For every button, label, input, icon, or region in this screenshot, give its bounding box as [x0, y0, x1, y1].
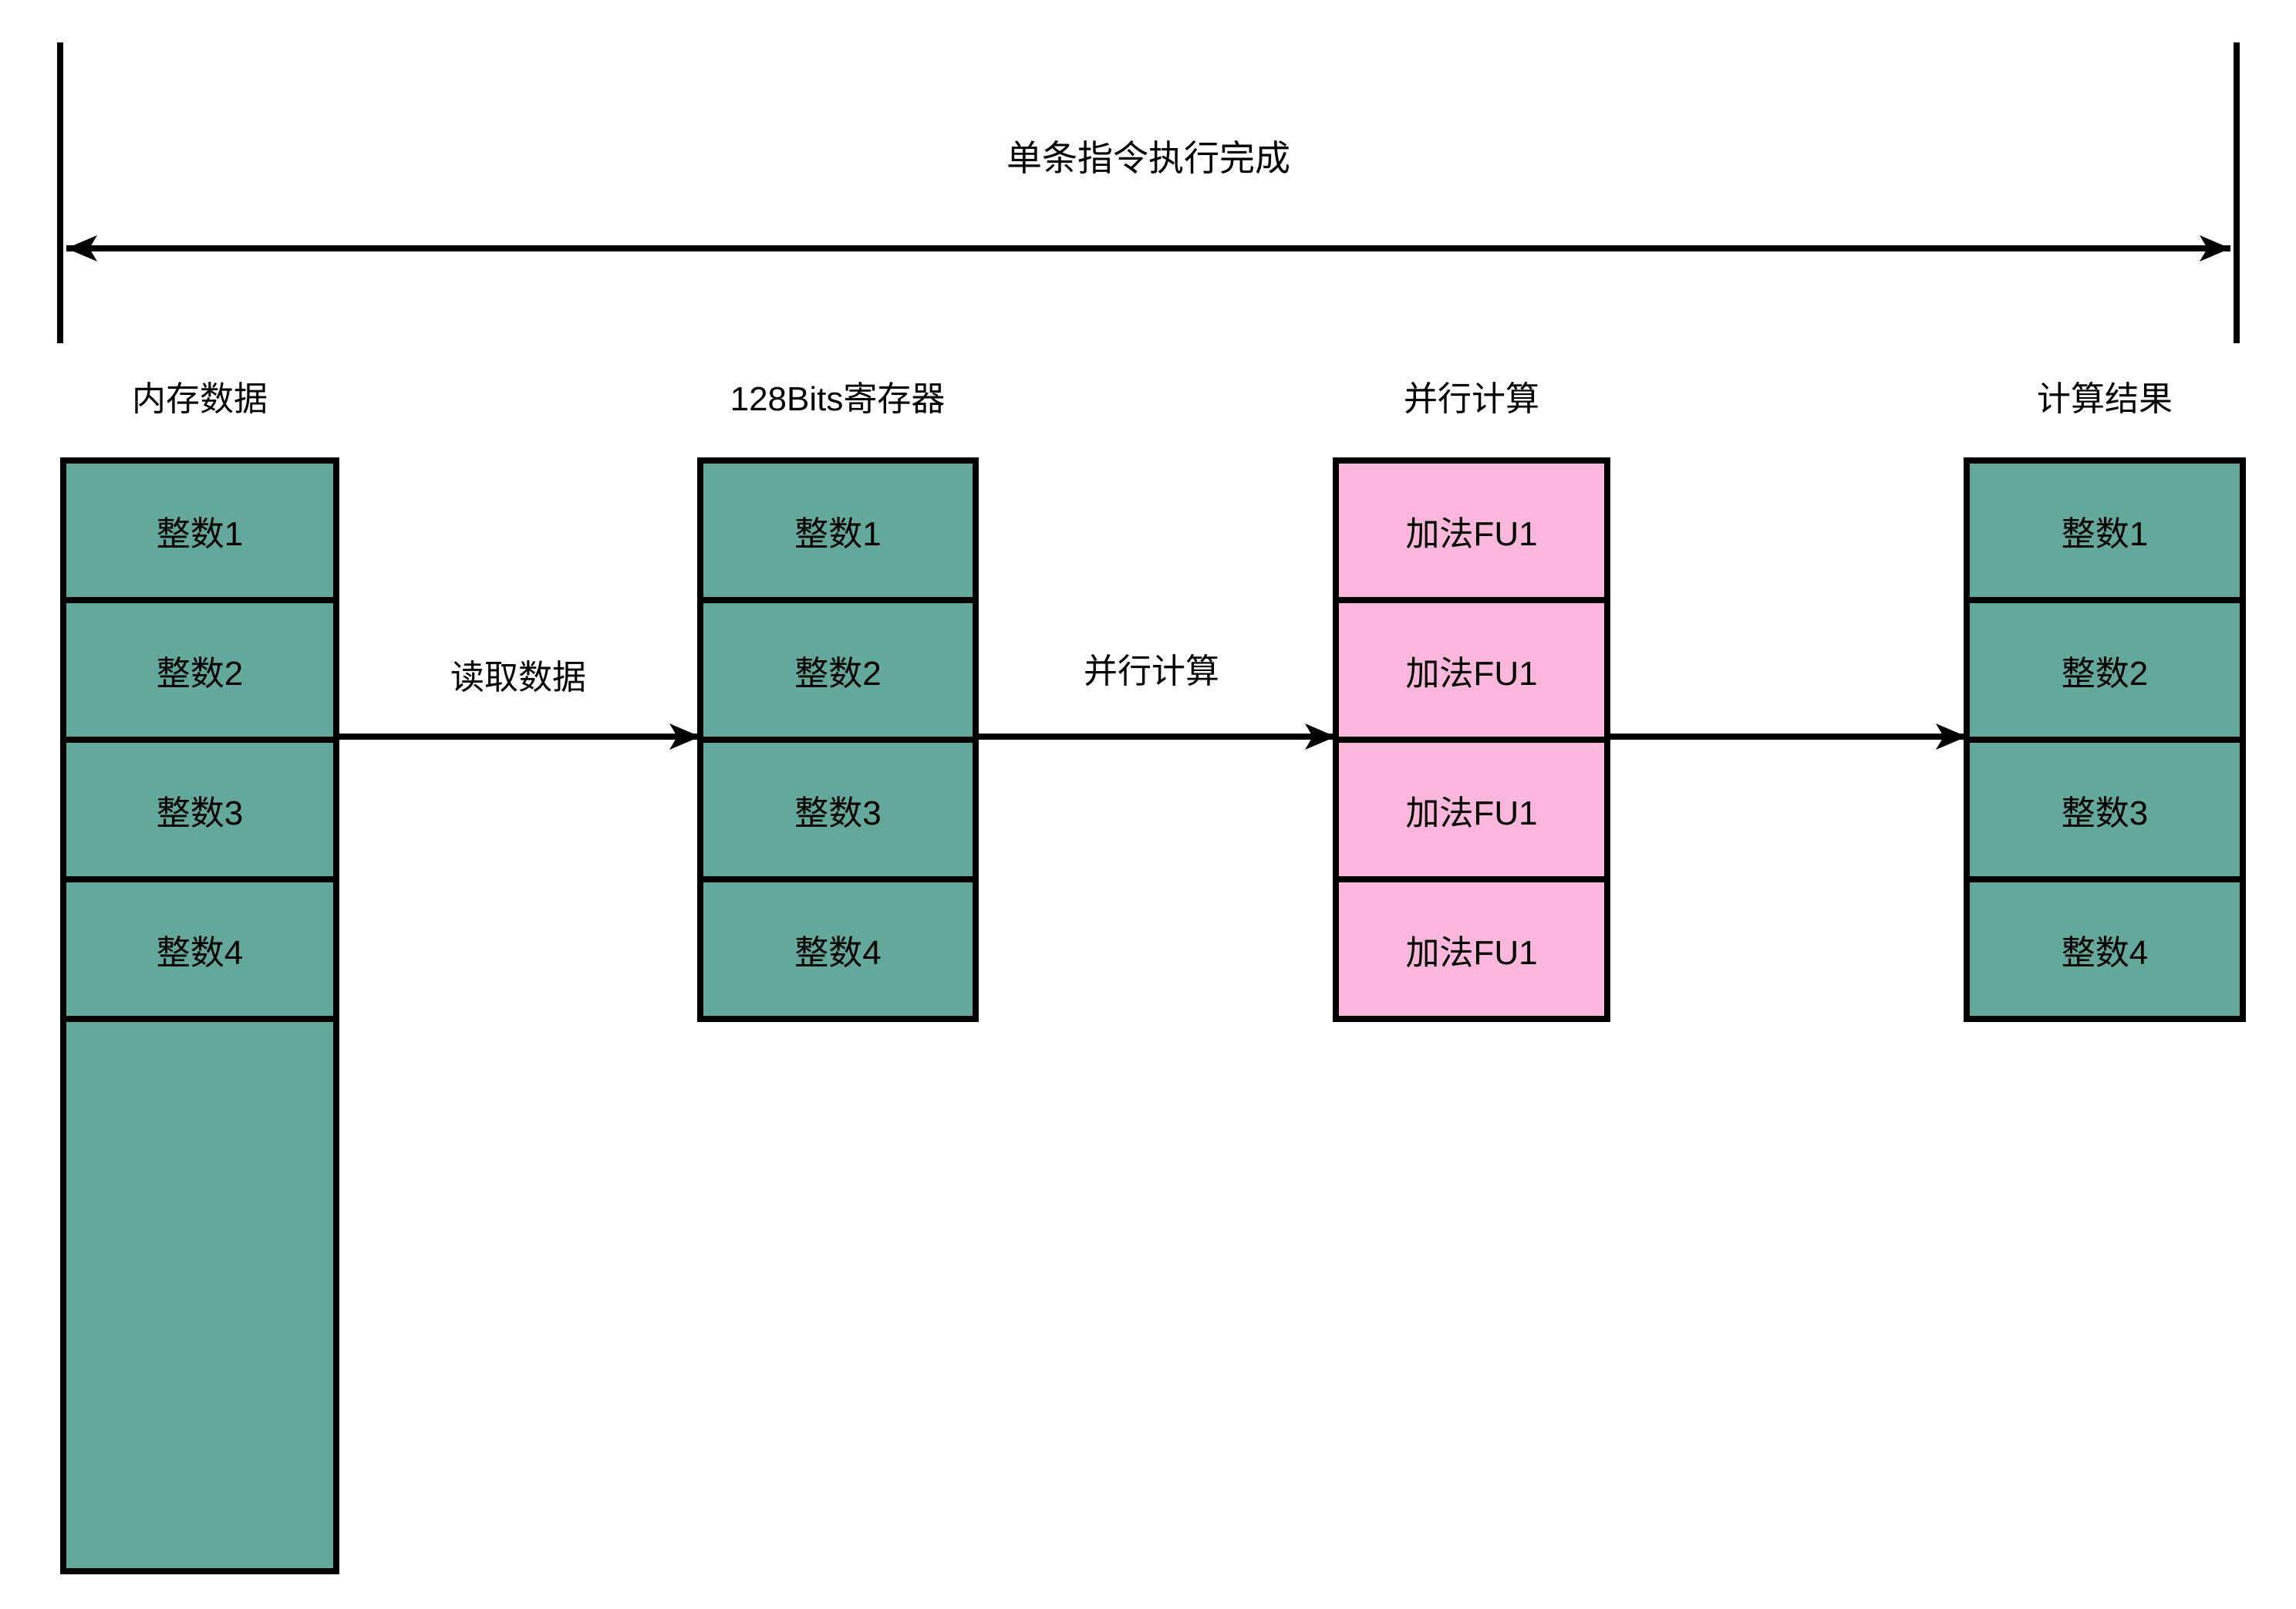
result-cell: 整数3 — [1964, 737, 2246, 882]
column-memory: 整数1 整数2 整数3 整数4 — [60, 0, 339, 1609]
compute-fu-cell: 加法FU1 — [1333, 597, 1610, 743]
result-cell: 整数2 — [1964, 597, 2246, 743]
column-compute: 加法FU1 加法FU1 加法FU1 加法FU1 — [1333, 0, 1610, 1609]
column-header-result: 计算结果 — [2037, 380, 2173, 418]
column-register: 整数1 整数2 整数3 整数4 — [697, 0, 979, 1609]
read-data-label: 读取数据 — [450, 659, 586, 697]
compute-fu-cell: 加法FU1 — [1333, 737, 1610, 882]
result-cell: 整数4 — [1964, 876, 2246, 1022]
memory-empty-cell — [60, 1016, 339, 1574]
compute-fu-cell: 加法FU1 — [1333, 457, 1610, 603]
parallel-compute-label: 并行计算 — [1084, 653, 1219, 690]
memory-cell: 整数1 — [60, 457, 339, 603]
column-header-compute: 并行计算 — [1404, 380, 1539, 418]
memory-cell: 整数3 — [60, 737, 339, 882]
register-cell: 整数3 — [697, 737, 979, 882]
register-cell: 整数4 — [697, 876, 979, 1022]
result-cell: 整数1 — [1964, 457, 2246, 603]
column-header-register: 128Bits寄存器 — [730, 380, 946, 418]
memory-cell: 整数2 — [60, 597, 339, 743]
timeline-title: 单条指令执行完成 — [1006, 138, 1290, 178]
register-cell: 整数2 — [697, 597, 979, 743]
compute-fu-cell: 加法FU1 — [1333, 876, 1610, 1022]
column-header-memory: 内存数据 — [132, 380, 268, 418]
column-result: 整数1 整数2 整数3 整数4 — [1964, 0, 2246, 1609]
memory-cell: 整数4 — [60, 876, 339, 1022]
register-cell: 整数1 — [697, 457, 979, 603]
